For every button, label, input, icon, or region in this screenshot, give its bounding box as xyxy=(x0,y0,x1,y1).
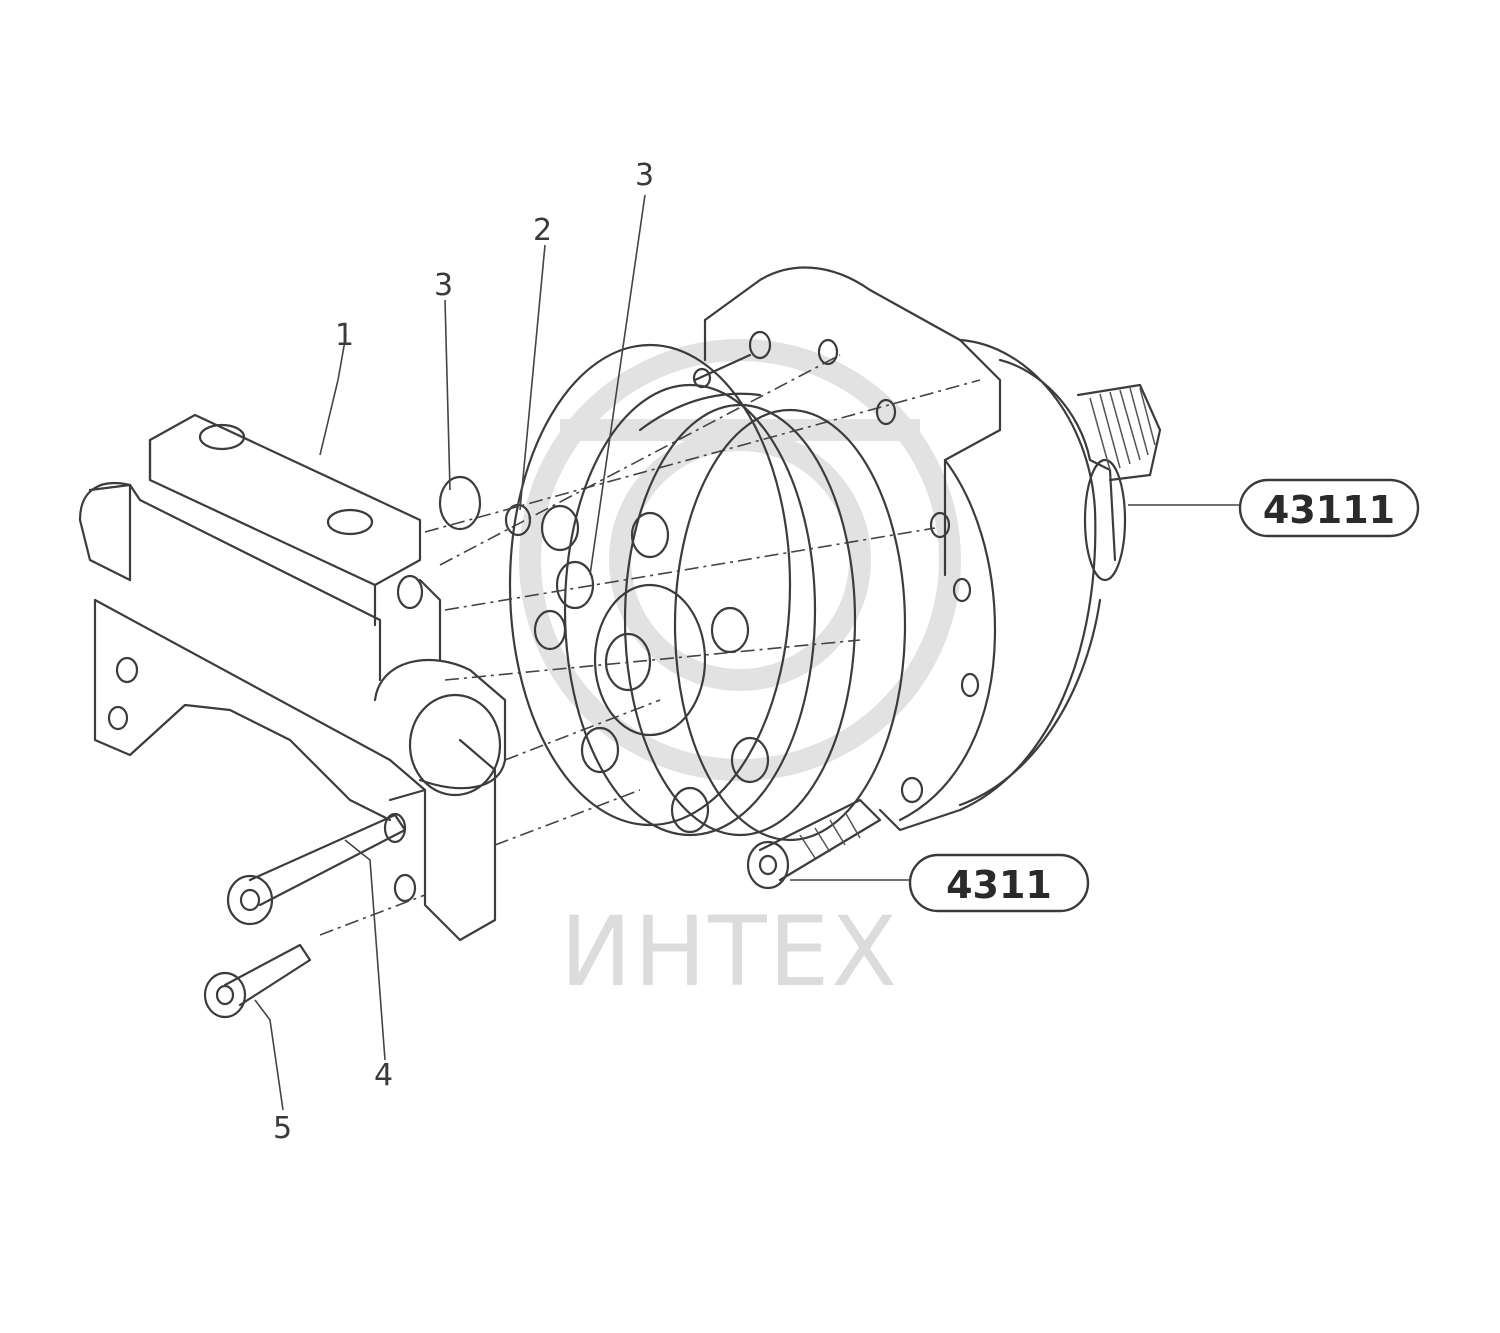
hydraulic-motor xyxy=(508,266,1162,842)
bracket-block xyxy=(78,413,507,942)
part-label-5: 5 xyxy=(273,1111,292,1146)
part-label-3a: 3 xyxy=(434,268,453,303)
part-label-3b: 3 xyxy=(635,158,654,193)
watermark-logo: ИНТЕХ xyxy=(519,339,961,1008)
bolts xyxy=(203,353,882,1019)
callout-4311[interactable]: 4311 xyxy=(908,853,1090,913)
callout-43111-text: 43111 xyxy=(1263,488,1395,532)
part-label-2: 2 xyxy=(533,213,552,248)
leader-lines xyxy=(254,194,1240,1111)
part-label-4: 4 xyxy=(374,1058,393,1093)
watermark-text: ИНТЕХ xyxy=(560,896,899,1008)
callout-43111[interactable]: 43111 xyxy=(1238,478,1420,538)
callout-4311-text: 4311 xyxy=(946,863,1052,907)
centre-lines xyxy=(319,354,981,936)
part-label-1: 1 xyxy=(335,318,354,353)
part-number-labels: 1 3 2 3 4 5 xyxy=(273,158,654,1146)
